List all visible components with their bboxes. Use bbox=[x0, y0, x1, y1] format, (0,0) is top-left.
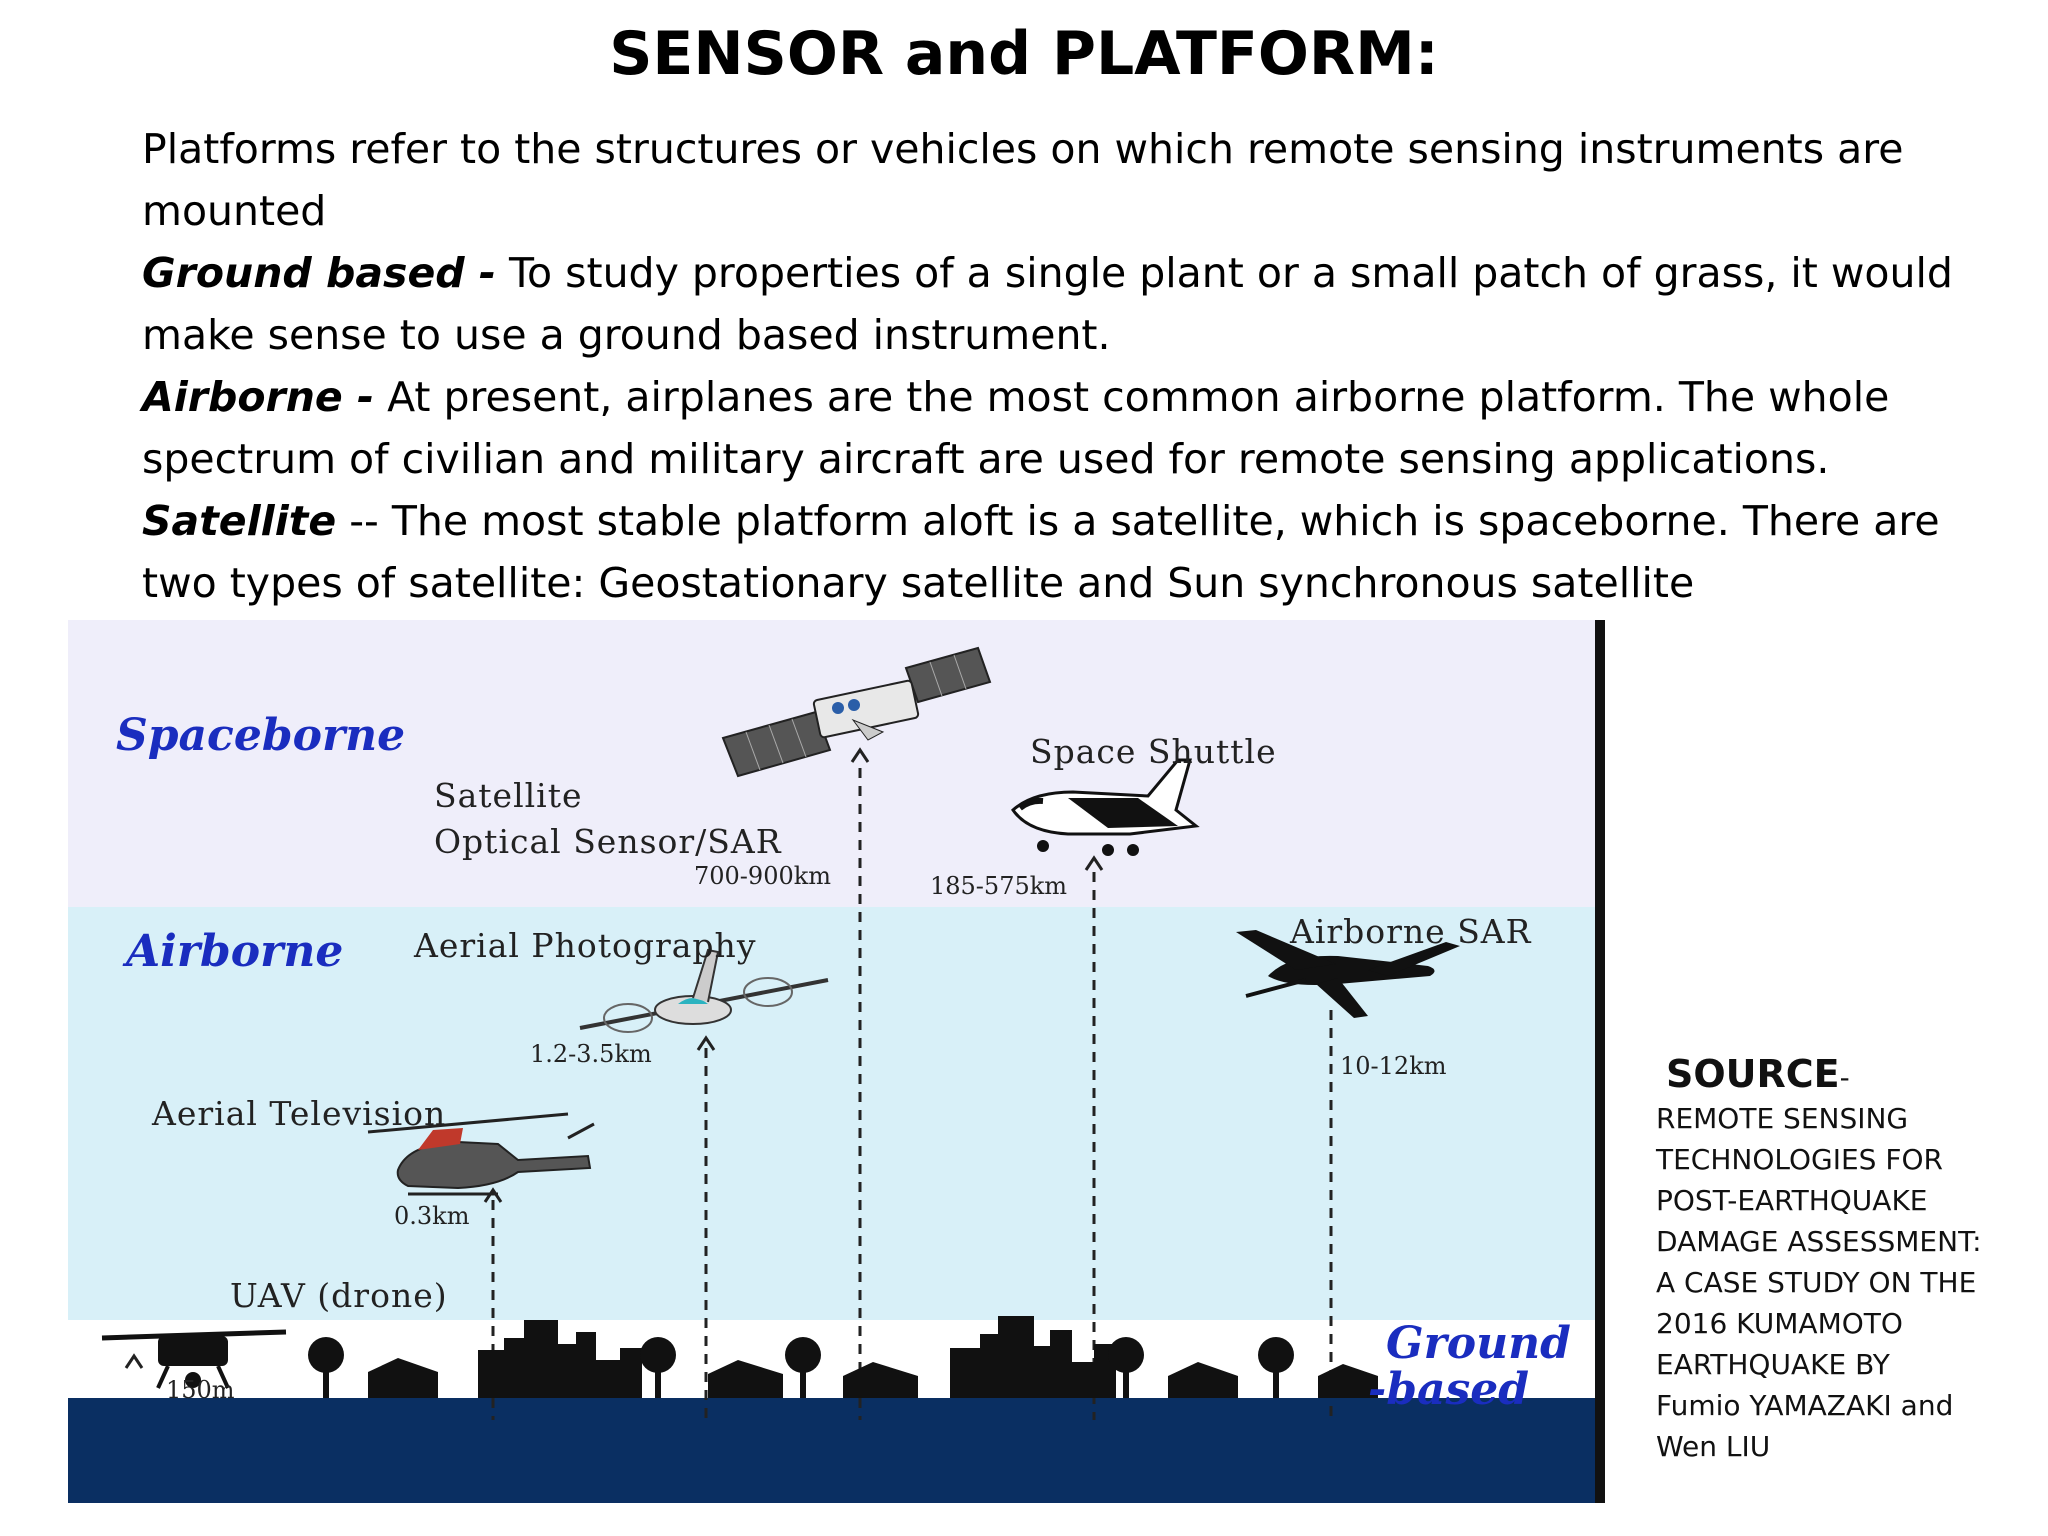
aerial-tv-altitude-label: 0.3km bbox=[394, 1202, 470, 1230]
diagram-border bbox=[1595, 620, 1605, 1503]
source-line: TECHNOLOGIES FOR bbox=[1656, 1143, 1943, 1176]
source-dash: - bbox=[1839, 1061, 1850, 1094]
ground-term: Ground based - bbox=[142, 249, 496, 297]
source-line: REMOTE SENSING bbox=[1656, 1102, 1909, 1135]
intro-line-1: Platforms refer to the structures or veh… bbox=[142, 125, 1904, 173]
zone-label-ground-1: Ground bbox=[1386, 1318, 1571, 1369]
source-line: Wen LIU bbox=[1656, 1430, 1771, 1463]
uav-label: UAV (drone) bbox=[230, 1276, 448, 1315]
shuttle-arrowhead bbox=[1084, 855, 1104, 871]
drone-icon bbox=[101, 1329, 287, 1389]
satellite-arrowhead bbox=[850, 747, 870, 763]
source-heading-row: SOURCE- bbox=[1656, 1050, 2016, 1098]
source-citation: SOURCE- REMOTE SENSING TECHNOLOGIES FOR … bbox=[1656, 1050, 2016, 1467]
airborne-line-2: spectrum of civilian and military aircra… bbox=[142, 435, 1830, 483]
city-skyline-right bbox=[950, 1316, 1116, 1398]
shuttle-altitude-label: 185-575km bbox=[930, 872, 1068, 900]
satellite-icon bbox=[721, 646, 992, 778]
satellite-label: Satellite bbox=[434, 776, 583, 815]
zone-label-spaceborne: Spaceborne bbox=[116, 710, 406, 761]
platform-altitude-diagram: Spaceborne Airborne Ground -based Satell… bbox=[68, 620, 1605, 1503]
description-text: Platforms refer to the structures or veh… bbox=[142, 118, 1972, 614]
intro-line-2: mounted bbox=[142, 187, 327, 235]
aerial-television-label: Aerial Television bbox=[152, 1094, 447, 1133]
satellite-line-2: two types of satellite: Geostationary sa… bbox=[142, 559, 1695, 607]
airborne-sar-label: Airborne SAR bbox=[1290, 912, 1532, 951]
source-line: 2016 KUMAMOTO bbox=[1656, 1307, 1903, 1340]
aerial-tv-arrowhead bbox=[483, 1187, 503, 1203]
source-line: EARTHQUAKE BY bbox=[1656, 1348, 1890, 1381]
ground-text-1: To study properties of a single plant or… bbox=[495, 249, 1953, 297]
airborne-line-1: Airborne - At present, airplanes are the… bbox=[142, 366, 1972, 428]
ground-line-1: Ground based - To study properties of a … bbox=[142, 242, 1972, 304]
ground-line-2: make sense to use a ground based instrum… bbox=[142, 311, 1111, 359]
source-heading: SOURCE bbox=[1666, 1052, 1840, 1096]
ground-silhouettes bbox=[308, 1316, 1378, 1398]
aerial-photo-arrowhead bbox=[696, 1035, 716, 1051]
helicopter-icon bbox=[367, 1112, 595, 1196]
satellite-text-1: -- The most stable platform aloft is a s… bbox=[336, 497, 1940, 545]
source-line: Fumio YAMAZAKI and bbox=[1656, 1389, 1954, 1422]
satellite-sensor-label: Optical Sensor/SAR bbox=[434, 822, 782, 861]
diagram-graphics bbox=[101, 646, 1460, 1420]
aerial-photography-label: Aerial Photography bbox=[414, 926, 757, 965]
zone-label-airborne: Airborne bbox=[126, 926, 344, 977]
source-line: POST-EARTHQUAKE bbox=[1656, 1184, 1928, 1217]
source-line: DAMAGE ASSESSMENT: bbox=[1656, 1225, 1982, 1258]
spaceborne-band bbox=[68, 620, 1595, 907]
uav-height-arrow bbox=[124, 1353, 144, 1369]
source-line: A CASE STUDY ON THE bbox=[1656, 1266, 1977, 1299]
satellite-term: Satellite bbox=[142, 497, 337, 545]
space-shuttle-icon bbox=[1011, 758, 1200, 856]
ground-base-band bbox=[68, 1398, 1595, 1503]
city-skyline-left bbox=[478, 1320, 642, 1398]
uav-altitude-label: 150m bbox=[166, 1376, 235, 1404]
satellite-altitude-label: 700-900km bbox=[694, 862, 832, 890]
aerial-photo-altitude-label: 1.2-3.5km bbox=[530, 1040, 652, 1068]
airborne-sar-jet-icon bbox=[1236, 930, 1460, 1018]
page-title: SENSOR and PLATFORM: bbox=[609, 19, 1439, 89]
zone-label-ground-2: -based bbox=[1368, 1364, 1530, 1415]
trees-and-houses bbox=[308, 1337, 1378, 1398]
airborne-term: Airborne - bbox=[142, 373, 375, 421]
space-shuttle-label: Space Shuttle bbox=[1030, 732, 1277, 771]
airborne-sar-altitude-label: 10-12km bbox=[1340, 1052, 1447, 1080]
satellite-line-1: Satellite -- The most stable platform al… bbox=[142, 490, 1972, 552]
aerial-photography-plane-icon bbox=[579, 948, 829, 1033]
airborne-text-1: At present, airplanes are the most commo… bbox=[374, 373, 1890, 421]
